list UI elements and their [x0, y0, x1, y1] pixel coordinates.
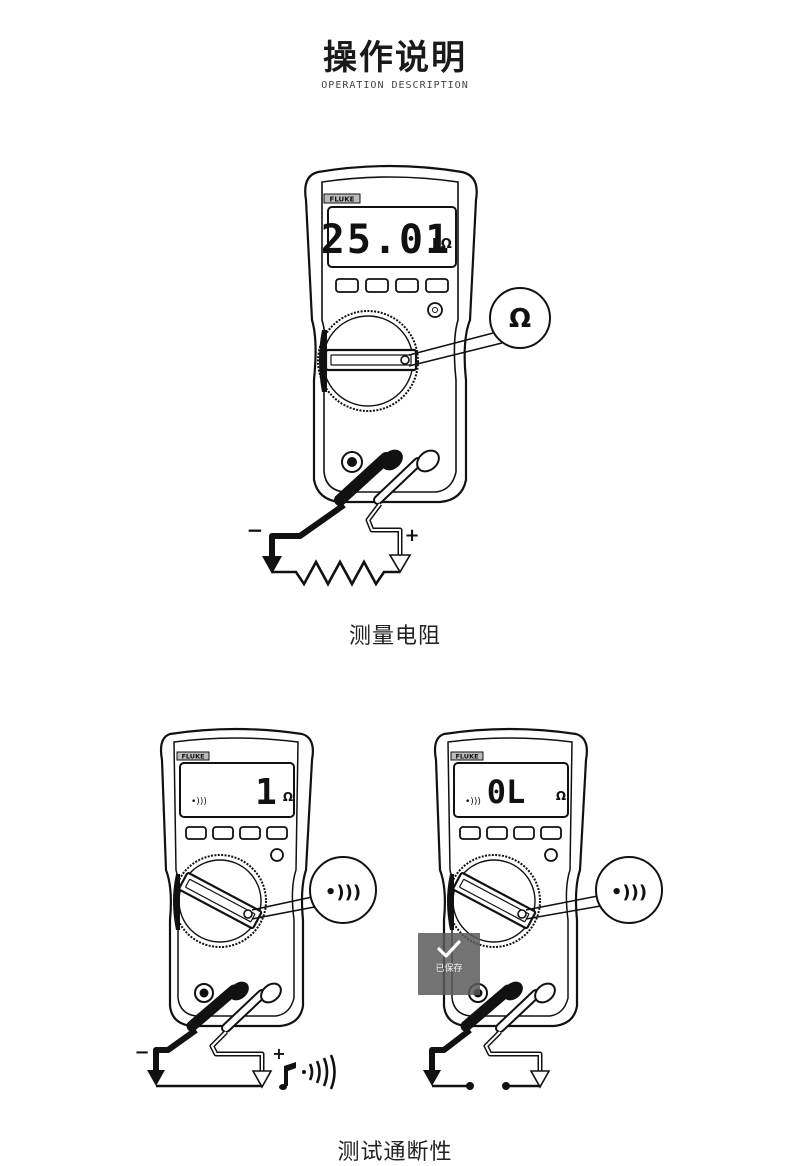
saved-label: 已保存 — [435, 964, 463, 974]
rotary-dial[interactable] — [317, 310, 419, 412]
lcd-display — [179, 762, 295, 818]
lcd-unit: kΩ — [432, 237, 452, 252]
lcd-unit: Ω — [556, 789, 566, 803]
lcd-beep-indicator: •))) — [465, 797, 481, 807]
lcd-unit: Ω — [283, 790, 293, 804]
function-button-3[interactable] — [513, 826, 535, 840]
beeper-sound-icon — [279, 1054, 336, 1090]
lcd-beep-indicator: •))) — [191, 797, 207, 807]
dial-side-grip — [319, 330, 327, 392]
lcd-reading: 0L — [487, 773, 526, 811]
brand-plate — [450, 751, 484, 761]
function-button-4[interactable] — [540, 826, 562, 840]
brand-plate — [176, 751, 210, 761]
page-title: 操作说明 — [323, 38, 467, 78]
function-button-3[interactable] — [395, 278, 419, 293]
function-button-2[interactable] — [365, 278, 389, 293]
saved-badge: 已保存 — [418, 933, 480, 995]
backlight-button[interactable] — [427, 302, 443, 318]
brand-logo: FLUKE — [181, 753, 204, 761]
red-probe — [365, 449, 440, 574]
lcd-reading: 25.01 — [321, 217, 451, 263]
continuity-caption: 测试通断性 — [337, 1140, 453, 1165]
function-button-1[interactable] — [335, 278, 359, 293]
lead-minus-label: − — [247, 518, 264, 542]
lcd-display — [453, 762, 569, 818]
function-button-4[interactable] — [425, 278, 449, 293]
red-probe — [483, 982, 556, 1089]
callout-circle — [309, 856, 377, 924]
resistance-caption: 测量电阻 — [348, 624, 441, 649]
red-probe — [209, 982, 282, 1089]
ohm-symbol: Ω — [509, 304, 531, 334]
function-button-1[interactable] — [185, 826, 207, 840]
function-button-2[interactable] — [486, 826, 508, 840]
lead-minus-label: − — [134, 1042, 149, 1063]
resistor-symbol — [272, 559, 400, 587]
function-button-4[interactable] — [266, 826, 288, 840]
black-probe — [262, 449, 403, 574]
lcd-reading: 1 — [255, 772, 277, 813]
function-button-1[interactable] — [459, 826, 481, 840]
function-button-3[interactable] — [239, 826, 261, 840]
brand-plate — [323, 193, 361, 204]
page-subtitle: OPERATION DESCRIPTION — [321, 80, 469, 91]
lcd-display — [327, 206, 457, 268]
open-circuit-wire — [432, 1082, 540, 1090]
continuity-symbol: •))) — [611, 882, 647, 903]
function-button-2[interactable] — [212, 826, 234, 840]
checkmark-icon — [437, 940, 461, 958]
callout-pointer — [408, 331, 503, 367]
black-probe — [423, 981, 523, 1086]
brand-logo: FLUKE — [455, 753, 478, 761]
backlight-icon — [432, 307, 438, 313]
brand-logo: FLUKE — [330, 196, 355, 204]
lead-plus-label: + — [272, 1044, 285, 1063]
callout-circle — [595, 856, 663, 924]
backlight-button[interactable] — [544, 848, 558, 862]
lead-plus-label: + — [404, 525, 419, 546]
rotary-dial[interactable] — [447, 854, 541, 948]
black-probe — [147, 981, 249, 1086]
resistance-figure: FLUKE 25.01 kΩ Ω − — [247, 164, 551, 587]
callout-pointer — [525, 893, 613, 920]
backlight-button[interactable] — [270, 848, 284, 862]
callout-circle — [489, 287, 551, 349]
continuity-symbol: •))) — [325, 882, 361, 903]
